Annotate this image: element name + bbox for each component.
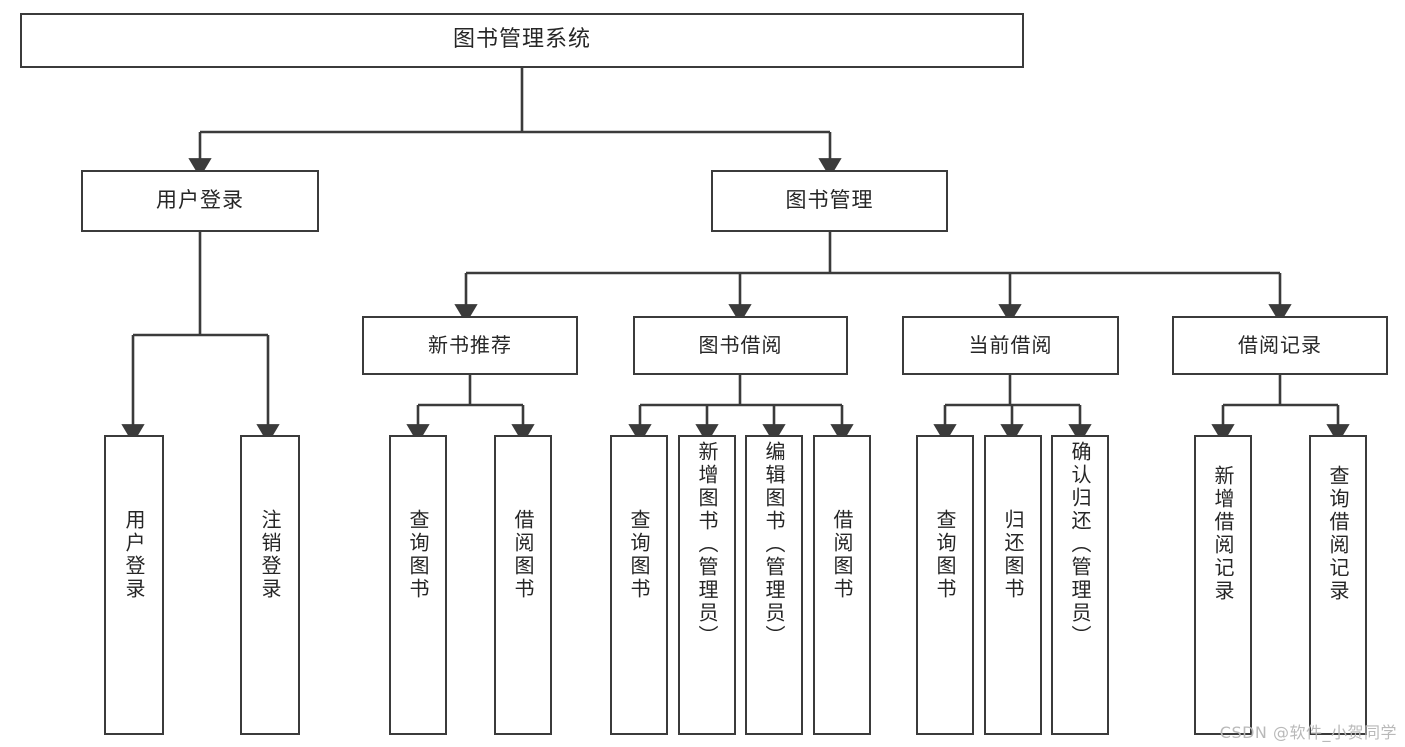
node-label: 图书借阅 xyxy=(698,333,783,358)
node-label: 编辑图书（管理员） xyxy=(762,441,786,648)
node-label: 图书管理系统 xyxy=(452,27,591,53)
node-label: 新增借阅记录 xyxy=(1211,465,1235,603)
node-label: 归还图书 xyxy=(1001,509,1025,601)
leaf-borrow-edit-book-admin[interactable]: 编辑图书（管理员） xyxy=(745,435,803,735)
node-label: 查询图书 xyxy=(406,509,430,601)
leaf-new-book-query[interactable]: 查询图书 xyxy=(389,435,447,735)
leaf-borrow-borrow-book[interactable]: 借阅图书 xyxy=(813,435,871,735)
leaf-borrow-query-book[interactable]: 查询图书 xyxy=(610,435,668,735)
node-current-borrow[interactable]: 当前借阅 xyxy=(902,316,1119,375)
leaf-current-query-book[interactable]: 查询图书 xyxy=(916,435,974,735)
node-new-book-recommend[interactable]: 新书推荐 xyxy=(362,316,578,375)
node-label: 新书推荐 xyxy=(428,333,512,358)
leaf-borrow-add-book-admin[interactable]: 新增图书（管理员） xyxy=(678,435,736,735)
leaf-current-confirm-return-admin[interactable]: 确认归还（管理员） xyxy=(1051,435,1109,735)
node-label: 注销登录 xyxy=(258,509,282,601)
node-label: 借阅图书 xyxy=(511,509,535,601)
node-label: 借阅记录 xyxy=(1238,333,1322,358)
node-label: 图书管理 xyxy=(785,188,874,213)
node-label: 借阅图书 xyxy=(830,509,854,601)
node-label: 新增图书（管理员） xyxy=(695,441,719,648)
node-borrow-record[interactable]: 借阅记录 xyxy=(1172,316,1388,375)
leaf-current-return-book[interactable]: 归还图书 xyxy=(984,435,1042,735)
node-book-borrow[interactable]: 图书借阅 xyxy=(633,316,848,375)
leaf-user-login-login[interactable]: 用户登录 xyxy=(104,435,164,735)
node-root-system[interactable]: 图书管理系统 xyxy=(20,13,1024,68)
node-book-management[interactable]: 图书管理 xyxy=(711,170,948,232)
leaf-record-query-record[interactable]: 查询借阅记录 xyxy=(1309,435,1367,735)
node-label: 查询借阅记录 xyxy=(1326,465,1350,603)
node-label: 确认归还（管理员） xyxy=(1068,441,1092,648)
leaf-record-add-record[interactable]: 新增借阅记录 xyxy=(1194,435,1252,735)
watermark-text: CSDN @软件_小贺同学 xyxy=(1219,723,1397,742)
node-label: 查询图书 xyxy=(933,509,957,601)
node-label: 查询图书 xyxy=(627,509,651,601)
leaf-user-login-logout[interactable]: 注销登录 xyxy=(240,435,300,735)
node-user-login[interactable]: 用户登录 xyxy=(81,170,319,232)
node-label: 当前借阅 xyxy=(968,333,1053,358)
node-label: 用户登录 xyxy=(122,509,146,601)
node-label: 用户登录 xyxy=(156,188,244,213)
leaf-new-book-borrow[interactable]: 借阅图书 xyxy=(494,435,552,735)
